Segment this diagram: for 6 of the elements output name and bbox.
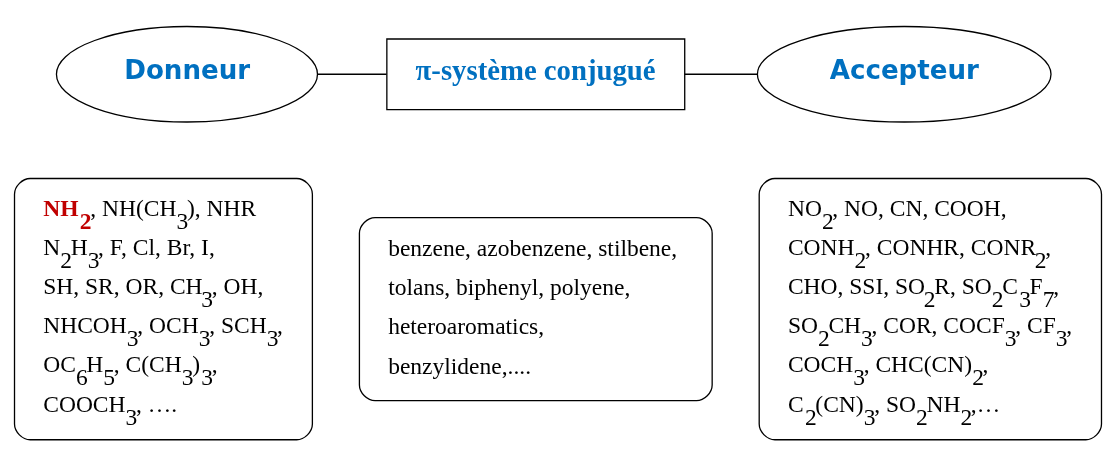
node-box: π-système conjugué bbox=[386, 38, 686, 111]
node-box: benzene, azobenzene, stilbene, tolans, biphenyl, polyene, heteroaromatics, benzylidene,.... bbox=[358, 217, 713, 402]
connector bbox=[684, 73, 758, 75]
connector bbox=[316, 73, 388, 75]
node-ellipse: Accepteur bbox=[756, 25, 1052, 123]
node-ellipse: Donneur bbox=[55, 25, 319, 123]
